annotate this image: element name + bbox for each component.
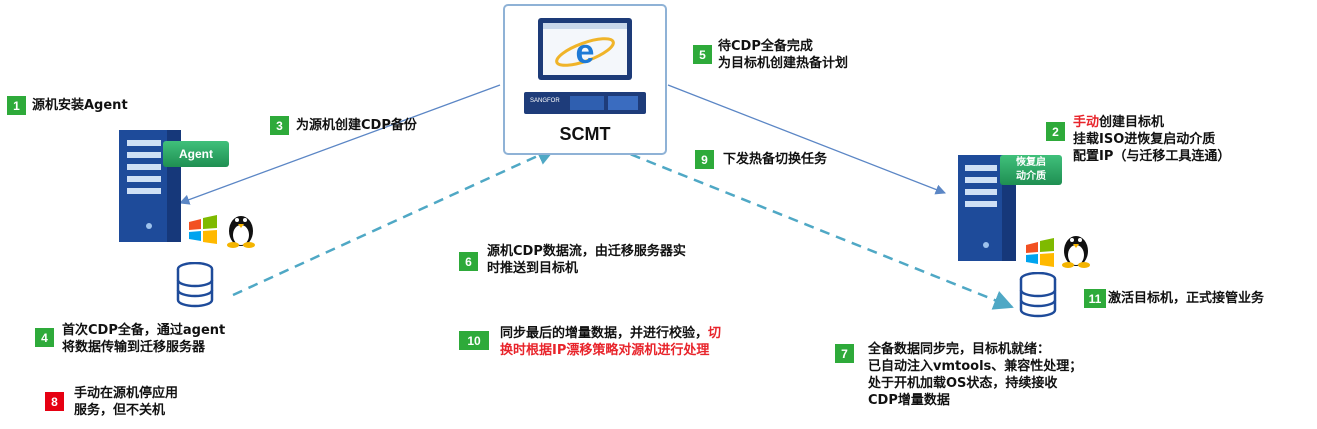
step-1-text: 源机安装Agent (32, 98, 128, 113)
monitor-ie-icon: e (538, 18, 632, 80)
step-7-text: 全备数据同步完，目标机就绪： 已自动注入vmtools、兼容性处理； 处于开机加… (868, 342, 1083, 408)
step-badge-10: 10 (459, 331, 489, 350)
appliance-icon: SANGFOR (524, 92, 646, 114)
arrow-scmt-to-target (667, 84, 946, 195)
linux-penguin-icon (1062, 236, 1090, 268)
svg-text:e: e (576, 33, 595, 71)
target-database-icon (1019, 272, 1057, 318)
step-4-text: 首次CDP全备，通过agent 将数据传输到迁移服务器 (62, 323, 226, 355)
appliance-brand: SANGFOR (530, 98, 560, 104)
step-5-text: 待CDP全备完成 为目标机创建热备计划 (718, 39, 849, 71)
agent-tag: Agent (163, 141, 229, 167)
step-badge-2: 2 (1046, 122, 1065, 141)
step-8-text: 手动在源机停应用 服务，但不关机 (74, 386, 179, 418)
dashed-source-to-scmt (232, 146, 557, 297)
step-10-text: 同步最后的增量数据，并进行校验，切 换时根据IP漂移策略对源机进行处理 (500, 326, 722, 358)
windows-icon (1026, 238, 1054, 267)
step-badge-6: 6 (459, 252, 478, 271)
scmt-label: SCMT (559, 124, 611, 144)
step-11-text: 激活目标机，正式接管业务 (1108, 291, 1265, 306)
step-badge-3: 3 (270, 116, 289, 135)
step-3-text: 为源机创建CDP备份 (296, 118, 417, 133)
windows-icon (189, 215, 217, 244)
step-badge-4: 4 (35, 328, 54, 347)
step-badge-5: 5 (693, 45, 712, 64)
arrow-scmt-to-source (179, 84, 501, 205)
step-6-text: 源机CDP数据流，由迁移服务器实 时推送到目标机 (487, 244, 686, 276)
boot-media-tag: 恢复启 动介质 (1000, 155, 1062, 185)
step-badge-7: 7 (835, 344, 854, 363)
step-badge-11: 11 (1084, 289, 1106, 308)
linux-penguin-icon (227, 216, 255, 248)
step-badge-9: 9 (695, 150, 714, 169)
step-badge-8: 8 (45, 392, 64, 411)
step-badge-1: 1 (7, 96, 26, 115)
dashed-scmt-to-target (614, 146, 1014, 310)
step-9-text: 下发热备切换任务 (723, 152, 828, 167)
step-2-text: 手动创建目标机 挂载ISO进恢复启动介质 配置IP（与迁移工具连通） (1073, 115, 1231, 164)
scmt-node: e SANGFOR SCMT (503, 4, 667, 155)
source-database-icon (176, 262, 214, 308)
